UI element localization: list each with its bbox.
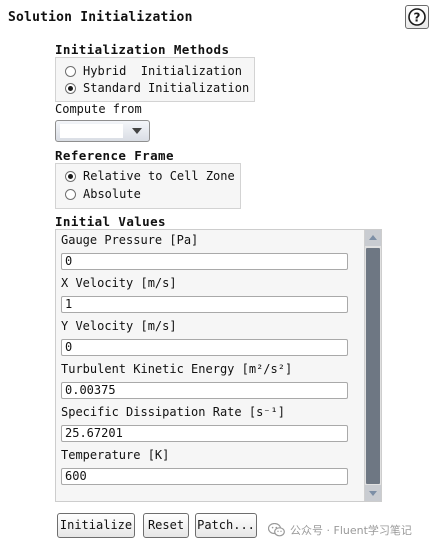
gauge-pressure-label: Gauge Pressure [Pa] (61, 233, 199, 247)
radio-relative-to-cell-zone[interactable]: Relative to Cell Zone (65, 168, 235, 184)
temperature-label: Temperature [K] (61, 448, 170, 462)
help-button[interactable]: ? (405, 5, 429, 29)
compute-from-value (60, 124, 123, 138)
radio-circle[interactable] (65, 82, 76, 94)
radio-label: Hybrid Initialization (83, 64, 242, 78)
vertical-scrollbar[interactable] (364, 230, 381, 501)
chevron-down-icon[interactable] (132, 128, 142, 134)
y-velocity-input[interactable]: 0 (61, 339, 348, 356)
radio-label: Relative to Cell Zone (83, 169, 235, 183)
svg-text:?: ? (414, 11, 421, 25)
reference-frame-group: Relative to Cell Zone Absolute (55, 163, 241, 209)
reset-button[interactable]: Reset (143, 513, 189, 538)
watermark-text: 公众号 · Fluent学习笔记 (290, 524, 412, 537)
radio-standard-initialization[interactable]: Standard Initialization (65, 80, 249, 96)
initialization-methods-label: Initialization Methods (55, 42, 230, 57)
turbulent-kinetic-energy-input[interactable]: 0.00375 (61, 382, 348, 399)
radio-circle[interactable] (65, 65, 76, 77)
radio-absolute[interactable]: Absolute (65, 186, 141, 202)
radio-label: Standard Initialization (83, 81, 250, 95)
initialize-button[interactable]: Initialize (57, 513, 135, 538)
watermark: 公众号 · Fluent学习笔记 (268, 522, 412, 538)
patch-button[interactable]: Patch... (195, 513, 257, 538)
temperature-input[interactable]: 600 (61, 468, 348, 485)
turbulent-kinetic-energy-label: Turbulent Kinetic Energy [m²/s²] (61, 362, 293, 376)
wechat-icon (268, 523, 285, 537)
specific-dissipation-rate-input[interactable]: 25.67201 (61, 425, 348, 442)
reference-frame-label: Reference Frame (55, 148, 174, 163)
x-velocity-input[interactable]: 1 (61, 296, 348, 313)
panel-title: Solution Initialization (8, 10, 193, 25)
gauge-pressure-input[interactable]: 0 (61, 253, 348, 270)
question-circle-icon: ? (408, 8, 426, 26)
specific-dissipation-rate-label: Specific Dissipation Rate [s⁻¹] (61, 405, 285, 419)
radio-circle[interactable] (65, 188, 76, 200)
scrollbar-thumb[interactable] (366, 248, 380, 484)
radio-label: Absolute (83, 187, 141, 201)
chevron-down-icon (369, 491, 377, 496)
initial-values-panel: Gauge Pressure [Pa] 0 X Velocity [m/s] 1… (55, 229, 382, 502)
compute-from-dropdown[interactable] (55, 120, 150, 142)
y-velocity-label: Y Velocity [m/s] (61, 319, 177, 333)
compute-from-label: Compute from (55, 102, 142, 116)
x-velocity-label: X Velocity [m/s] (61, 276, 177, 290)
initial-values-label: Initial Values (55, 214, 166, 229)
chevron-up-icon (369, 235, 377, 240)
scroll-up-button[interactable] (365, 230, 381, 246)
radio-hybrid-initialization[interactable]: Hybrid Initialization (65, 63, 242, 79)
radio-circle[interactable] (65, 170, 76, 182)
initialization-methods-group: Hybrid Initialization Standard Initializ… (55, 57, 255, 102)
scroll-down-button[interactable] (365, 485, 381, 501)
